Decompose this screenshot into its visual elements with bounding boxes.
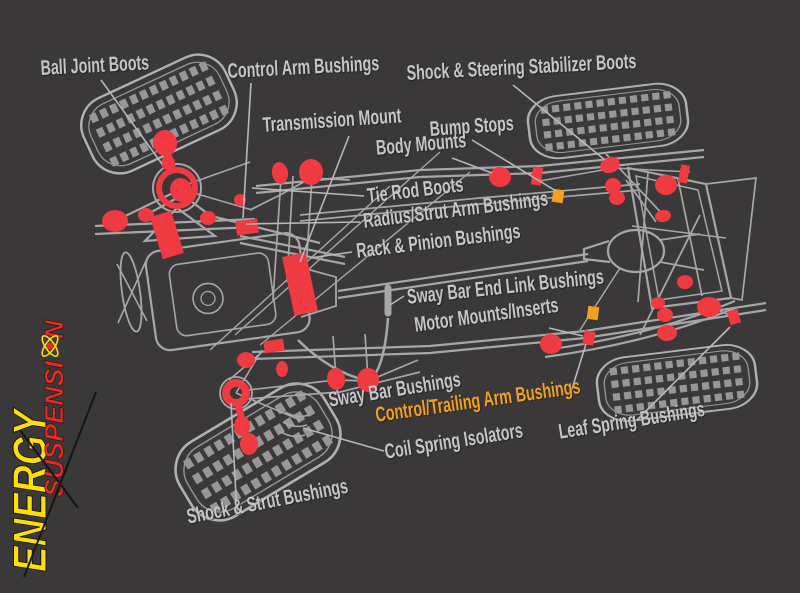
rear-frame-clip bbox=[626, 166, 757, 310]
highlight-body-mount bbox=[489, 167, 511, 187]
logo-suspension-text-end: N bbox=[39, 319, 69, 339]
logo-energy-text: ENERGY bbox=[3, 407, 56, 572]
highlight-ball-joint-upper bbox=[152, 130, 178, 156]
highlight-strut-ring bbox=[222, 379, 250, 407]
highlight-bump-stop-rear bbox=[586, 305, 600, 321]
logo-slash-lines bbox=[19, 391, 97, 578]
polyurethane-highlights bbox=[102, 130, 742, 455]
highlight-leaf-spring-eye bbox=[697, 297, 721, 317]
highlight-transmission-mount bbox=[282, 252, 318, 316]
highlight-shock-boot bbox=[600, 156, 620, 174]
engine-block bbox=[116, 232, 589, 352]
frame-rails bbox=[249, 148, 767, 361]
highlight-sway-bar-bushing bbox=[326, 368, 346, 390]
leader-lines bbox=[100, 79, 731, 515]
highlight-strut bbox=[150, 210, 184, 260]
highlight-ball-joint-ring bbox=[156, 167, 198, 209]
highlight-trailing-arm bbox=[540, 334, 562, 354]
atom-icon bbox=[41, 335, 59, 357]
rear-axle bbox=[579, 214, 705, 336]
highlight-control-arm bbox=[102, 210, 128, 232]
tire-right-rear bbox=[525, 80, 691, 161]
energy-suspension-logo: ENERGY SUSPENSI N bbox=[3, 319, 97, 578]
highlight-bump-stop-front bbox=[551, 188, 565, 204]
